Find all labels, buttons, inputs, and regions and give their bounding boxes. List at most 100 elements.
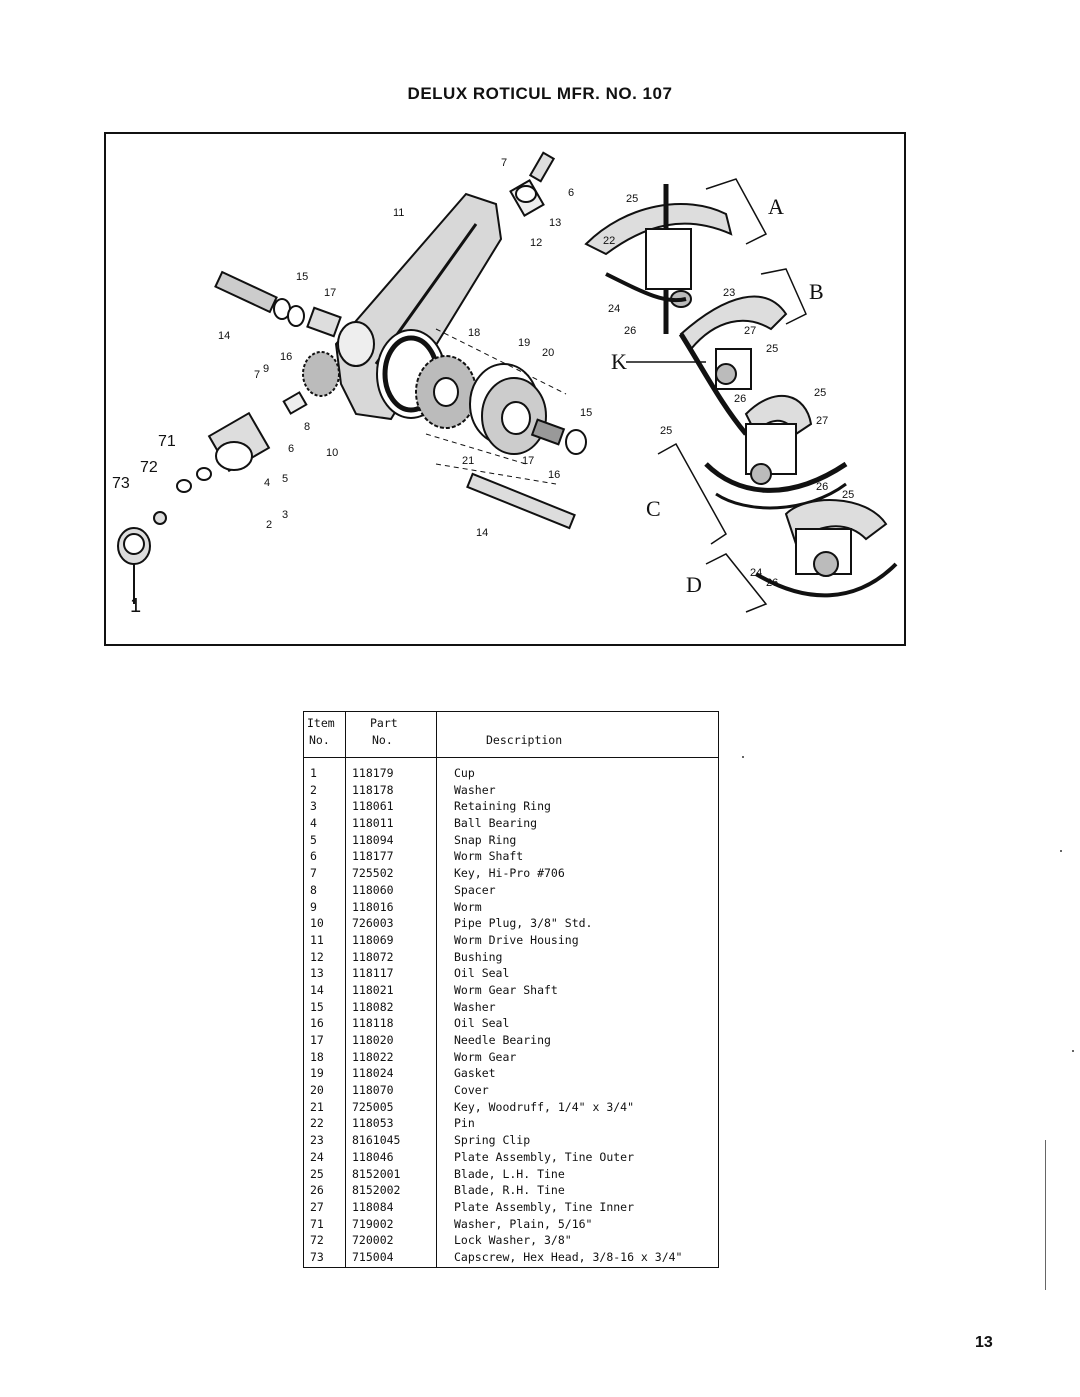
callout-6: 6 (288, 443, 294, 455)
part-description: Retaining Ring (454, 799, 551, 814)
part-description: Worm (454, 899, 482, 914)
capscrew (153, 511, 167, 525)
part-number: 725502 (352, 866, 394, 881)
worm (302, 351, 340, 397)
item-number: 27 (310, 1199, 324, 1214)
item-number: 26 (310, 1183, 324, 1198)
part-number: 118046 (352, 1149, 394, 1164)
callout-14: 14 (218, 330, 230, 342)
callout-23: 23 (723, 287, 735, 299)
header-part: Part (370, 716, 398, 730)
part-number: 8161045 (352, 1133, 401, 1148)
callout-15b: 15 (580, 407, 592, 419)
part-number: 118069 (352, 932, 394, 947)
item-number: 21 (310, 1099, 324, 1114)
item-number: 7 (310, 866, 317, 881)
part-description: Needle Bearing (454, 1033, 551, 1047)
part-number: 118016 (352, 899, 394, 914)
part-description: Oil Seal (454, 966, 510, 981)
scan-speck (742, 756, 744, 758)
callout-27: 27 (744, 325, 756, 337)
callout-9: 9 (263, 363, 269, 375)
part-description: Ball Bearing (454, 816, 538, 831)
item-number: 10 (310, 916, 324, 931)
column-divider (345, 712, 346, 1267)
callout-1: 1 (130, 595, 141, 617)
scan-mark (1045, 1140, 1046, 1290)
worm-gear-shaft (466, 472, 576, 530)
part-description: Snap Ring (454, 832, 517, 847)
item-number: 17 (310, 1033, 324, 1047)
header-item-no: No. (309, 733, 330, 747)
section-label-a: A (768, 194, 784, 219)
item-number: 24 (310, 1149, 324, 1164)
part-description: Key, Woodruff, 1/4" x 3/4" (454, 1099, 635, 1114)
part-description: Gasket (454, 1066, 496, 1081)
callout-26d: 26 (766, 577, 778, 589)
part-description: Pin (454, 1116, 475, 1131)
part-description: Spacer (454, 882, 496, 897)
section-label-b: B (809, 279, 824, 304)
table-row: 7 725502 Key, Hi-Pro #706 (304, 865, 718, 882)
item-number: 71 (310, 1216, 324, 1231)
item-number: 72 (310, 1233, 324, 1248)
tine-plate-a (645, 228, 692, 290)
washer (176, 479, 192, 493)
callout-26: 26 (624, 325, 636, 337)
item-number: 1 (310, 766, 317, 780)
part-number: 118084 (352, 1199, 394, 1214)
part-description: Key, Hi-Pro #706 (454, 866, 565, 881)
callout-25c: 25 (814, 387, 826, 399)
callout-16: 16 (280, 351, 292, 363)
item-number: 23 (310, 1133, 324, 1148)
part-number: 118082 (352, 999, 394, 1014)
part-description: Bushing (454, 949, 503, 964)
section-label-k: K (611, 349, 627, 374)
callout-7b: 7 (501, 157, 507, 169)
item-number: 18 (310, 1049, 324, 1064)
section-label-c: C (646, 496, 661, 521)
item-number: 9 (310, 899, 317, 914)
item-number: 8 (310, 882, 317, 897)
part-description: Worm Drive Housing (454, 932, 579, 947)
callout-25b: 25 (766, 343, 778, 355)
callout-25e: 25 (842, 489, 854, 501)
header-rule (304, 757, 718, 758)
callout-72: 72 (140, 459, 158, 476)
header-part-no: No. (372, 733, 393, 747)
part-description: Blade, R.H. Tine (454, 1183, 565, 1198)
part-description: Worm Gear Shaft (454, 982, 558, 997)
part-number: 118177 (352, 849, 394, 864)
callout-5: 5 (282, 473, 288, 485)
callout-13: 13 (549, 217, 561, 229)
table-row: 9 118016 Worm (304, 899, 718, 916)
part-number: 118070 (352, 1083, 394, 1098)
part-number: 118118 (352, 1016, 394, 1031)
scan-speck (1060, 850, 1062, 852)
item-number: 4 (310, 816, 317, 831)
callout-10: 10 (326, 447, 338, 459)
worm-gear-shaft-left (214, 270, 278, 314)
part-description: Washer (454, 782, 496, 797)
callout-15: 15 (296, 271, 308, 283)
part-description: Washer (454, 999, 496, 1014)
part-number: 118072 (352, 949, 394, 964)
callout-17: 17 (324, 287, 336, 299)
part-description: Worm Gear (454, 1049, 517, 1064)
